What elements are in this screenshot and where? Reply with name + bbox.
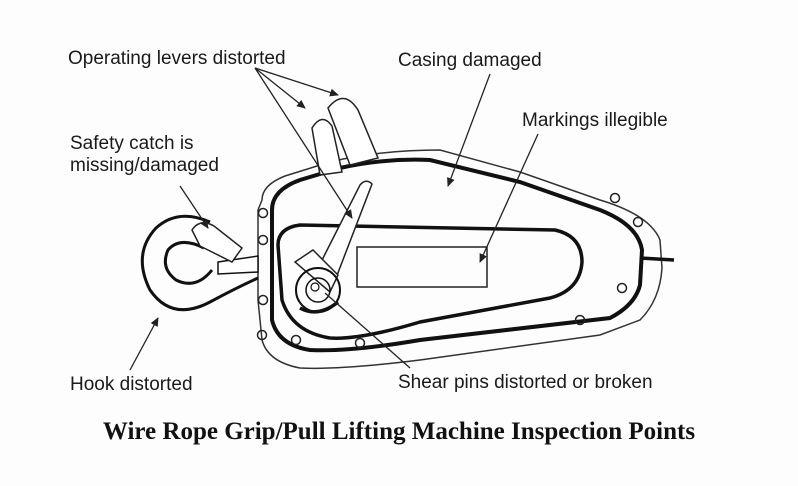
diagram-title: Wire Rope Grip/Pull Lifting Machine Insp… — [102, 418, 696, 445]
label-hook-distorted: Hook distorted — [70, 374, 193, 395]
bolt-holes — [256, 192, 644, 349]
safety-catch — [191, 222, 244, 263]
shear-pin-drum — [295, 267, 341, 314]
leader-lines — [129, 67, 539, 371]
lever-sockets — [311, 97, 380, 176]
markings-plate — [356, 246, 488, 288]
label-operating-levers: Operating levers distorted — [68, 48, 286, 69]
label-shear-pins: Shear pins distorted or broken — [398, 372, 653, 393]
label-safety-catch-line2: missing/damaged — [70, 155, 219, 176]
label-casing-damaged: Casing damaged — [398, 50, 542, 71]
rope-channel — [276, 223, 584, 340]
label-markings-illegible: Markings illegible — [522, 110, 668, 131]
label-safety-catch-line1: Safety catch is — [70, 133, 194, 154]
wire-rope-exit — [639, 256, 675, 262]
